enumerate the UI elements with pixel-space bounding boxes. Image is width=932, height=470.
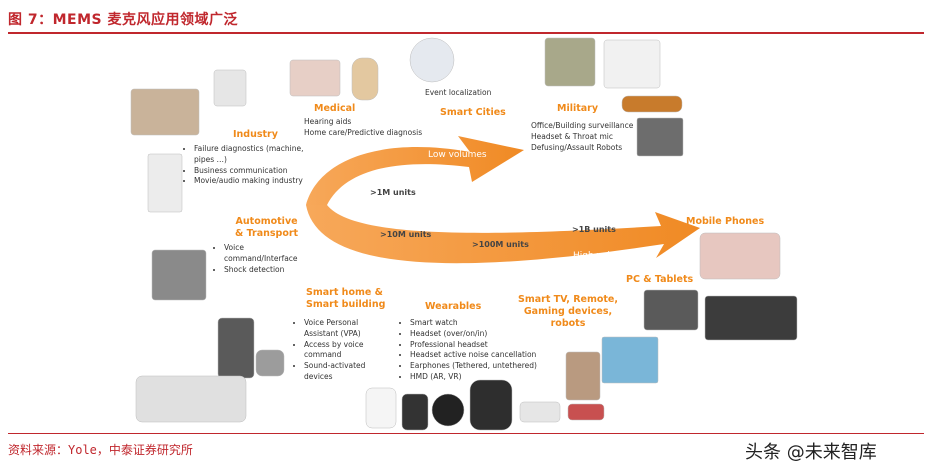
industry-item: Business communication [194,166,314,177]
airpods-photo [365,387,397,429]
industry-items: Failure diagnostics (machine, pipes …) B… [184,144,314,187]
military-title: Military [557,103,599,114]
low-volumes-label: Low volumes [428,150,487,160]
units-1m: >1M units [370,188,416,197]
hearing-aid-2-photo [351,57,379,101]
tv-photo [601,336,659,384]
source-note: 资料来源：Yole，中泰证券研究所 [8,443,193,457]
smart-home-title: Smart home & Smart building [306,287,385,311]
military-headset-photo [544,37,596,87]
wearables-item: Headset (over/on/in) [410,329,550,340]
title-divider [8,32,924,34]
automotive-title: Automotive & Transport [235,216,298,240]
industry-headset-photo [213,69,247,107]
laptop-photo [643,289,699,331]
industry-title: Industry [233,129,278,140]
wearables-item: Headset active noise cancellation [410,350,550,361]
military-item: Headset & Throat mic [531,132,613,141]
watermark: 头条 @未来智库 [745,442,877,463]
headphones-photo [469,379,513,431]
robot-photo [636,117,684,157]
smart-home-item: Sound-activated devices [304,361,380,383]
smart-cities-title: Smart Cities [440,107,506,118]
wearables-item: Earphones (Tethered, untethered) [410,361,550,372]
hearing-aid-photo [289,59,341,97]
automotive-title-line: & Transport [235,228,299,239]
smart-tv-title: Smart TV, Remote, Gaming devices, robots [518,294,618,330]
wearables-title: Wearables [425,301,482,312]
smart-home-items: Voice Personal Assistant (VPA) Access by… [294,318,380,383]
colorful-speakers-photo [135,375,247,423]
mobile-phones-title: Mobile Phones [686,216,765,227]
earphones-photo [519,401,561,423]
round-watch-photo [431,393,465,427]
phones-photo [699,232,781,280]
tablets-photo [704,295,798,341]
pistol-photo [409,37,455,83]
wearables-items: Smart watch Headset (over/on/in) Profess… [400,318,550,383]
wearables-item: Smart watch [410,318,550,329]
smart-cities-item: Event localization [425,88,492,97]
smart-speaker-photo [217,317,255,379]
units-100m: >100M units [472,240,529,249]
figure-title: 图 7：MEMS 麦克风应用领域广泛 [8,12,238,28]
medical-item: Home care/Predictive diagnosis [304,128,423,137]
smart-home-title-line: Smart building [306,299,386,310]
microphone-photo [147,153,183,213]
pc-tablets-title: PC & Tablets [626,274,694,285]
car-interior-photo [151,249,207,301]
source-divider [8,433,924,434]
smart-tv-title-line: Gaming devices, [523,306,613,317]
smart-tv-title-line: Smart TV, Remote, [518,294,618,305]
vr-headset-photo [567,403,605,421]
industry-photo [130,88,200,136]
smartwatch-photo [401,393,429,431]
smart-home-item: Voice Personal Assistant (VPA) [304,318,380,340]
lower-arrow-band [306,205,700,264]
industry-item: Movie/audio making industry [194,176,314,187]
wearables-item: Professional headset [410,340,550,351]
smart-home-title-line: Smart home & [306,287,383,298]
wearables-item: HMD (AR, VR) [410,372,550,383]
person-photo [565,351,601,401]
automotive-items: Voice command/Interface Shock detection [214,243,314,275]
bullet-photo [621,95,683,113]
high-volumes-label: High volumes [573,251,635,261]
home-device-photo [255,349,285,377]
medical-title: Medical [314,103,356,114]
smart-home-item: Access by voice command [304,340,380,362]
military-item: Office/Building surveillance [531,121,634,130]
throat-mic-photo [603,39,661,89]
automotive-item: Voice command/Interface [224,243,314,265]
military-item: Defusing/Assault Robots [531,143,623,152]
smart-tv-title-line: robots [550,318,586,329]
industry-item: Failure diagnostics (machine, pipes …) [194,144,314,166]
medical-item: Hearing aids [304,117,352,126]
upper-arrow-band [306,136,524,205]
units-10m: >10M units [380,230,432,239]
units-1b: >1B units [572,225,616,234]
illustration-group [130,37,798,431]
automotive-item: Shock detection [224,265,314,276]
automotive-title-line: Automotive [235,216,298,227]
